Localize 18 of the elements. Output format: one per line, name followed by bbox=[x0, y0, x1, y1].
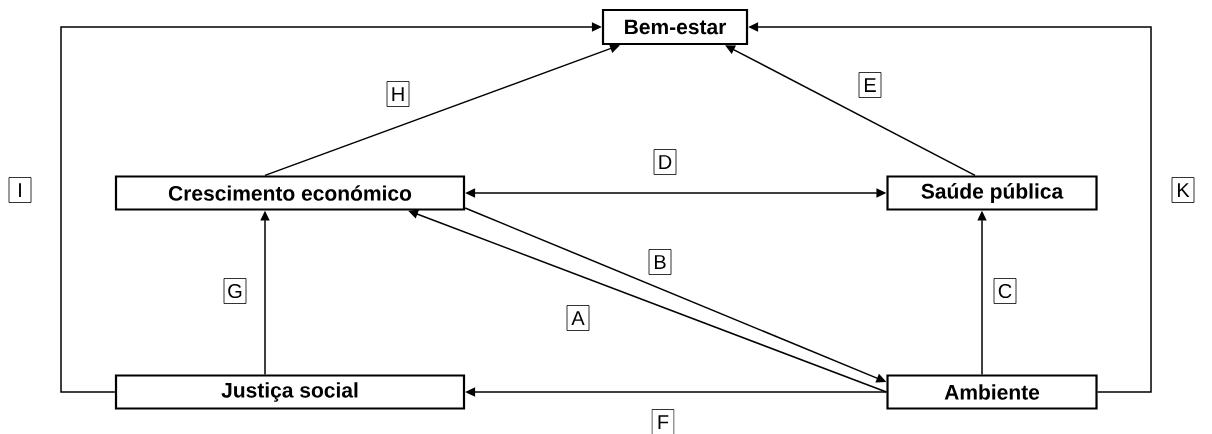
arrow bbox=[725, 45, 976, 177]
concept-box: Saúde pública bbox=[886, 175, 1098, 211]
edge-label: C bbox=[993, 278, 1017, 304]
concept-box: Justiça social bbox=[114, 374, 466, 410]
edge-label: A bbox=[566, 305, 590, 331]
concept-box: Ambiente bbox=[886, 374, 1098, 410]
edge-label: E bbox=[858, 72, 882, 98]
arrow bbox=[408, 209, 888, 393]
edge-label: I bbox=[8, 177, 32, 203]
edge-label: K bbox=[1171, 177, 1195, 203]
edge-label: D bbox=[653, 149, 677, 175]
arrow bbox=[264, 44, 620, 177]
concept-box: Bem-estar bbox=[601, 8, 749, 46]
edge-label: H bbox=[386, 81, 410, 107]
concept-box: Crescimento económico bbox=[114, 175, 466, 211]
edge-label: B bbox=[648, 249, 672, 275]
edge-label: G bbox=[223, 278, 247, 304]
edge-label: F bbox=[651, 409, 675, 434]
